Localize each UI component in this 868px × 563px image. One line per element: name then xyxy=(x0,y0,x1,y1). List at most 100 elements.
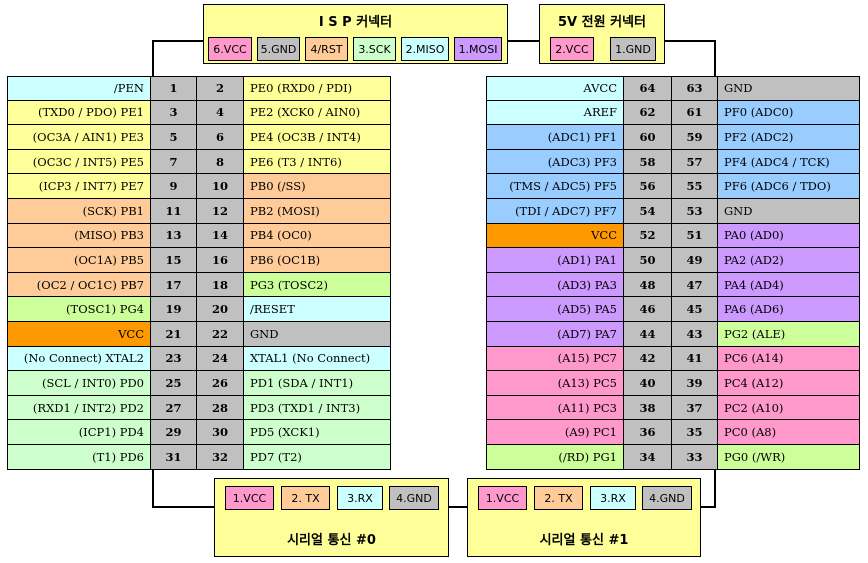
serial1-pin-3-rx: 3.RX xyxy=(590,486,636,510)
pin-label-left: (ICP1) PD4 xyxy=(7,420,151,445)
pin-label-right: /RESET xyxy=(244,297,391,322)
pin-label-right: PG2 (ALE) xyxy=(718,321,860,347)
pin-number: 53 xyxy=(672,198,718,224)
wire-bottom-right xyxy=(700,506,716,508)
pin-label-right: PF2 (ADC2) xyxy=(718,125,860,150)
pin-label-left: (A13) PC5 xyxy=(486,371,624,396)
pin-label-left: (No Connect) XTAL2 xyxy=(7,346,151,372)
pin-number: 62 xyxy=(624,100,672,126)
pin-label-left: (TMS / ADC5) PF5 xyxy=(486,174,624,199)
serial1-pin-1-vcc: 1.VCC xyxy=(478,486,527,510)
pin-label-right: GND xyxy=(718,198,860,224)
pin-label-left: AVCC xyxy=(486,76,624,101)
wire-top-mid xyxy=(507,40,540,42)
pin-label-right: PG3 (TOSC2) xyxy=(244,272,391,298)
pin-number: 17 xyxy=(151,272,197,298)
pin-label-left: /PEN xyxy=(7,76,151,101)
pin-label-left: (TOSC1) PG4 xyxy=(7,297,151,322)
pin-label-left: (ADC1) PF1 xyxy=(486,125,624,150)
pin-number: 21 xyxy=(151,321,197,347)
pin-number: 26 xyxy=(197,371,244,396)
pin-number: 64 xyxy=(624,76,672,101)
pin-number: 60 xyxy=(624,125,672,150)
pin-label-right: PC0 (A8) xyxy=(718,420,860,445)
pin-number: 56 xyxy=(624,174,672,199)
pin-number: 13 xyxy=(151,223,197,249)
power-connector: 5V 전원 커넥터 2.VCC 1.GND xyxy=(539,4,665,64)
pin-label-left: (AD7) PA7 xyxy=(486,321,624,347)
pin-label-right: PA0 (AD0) xyxy=(718,223,860,249)
wire-bottom-right-down xyxy=(714,470,716,508)
pin-number: 12 xyxy=(197,198,244,224)
pin-number: 51 xyxy=(672,223,718,249)
pin-label-right: PF6 (ADC6 / TDO) xyxy=(718,174,860,199)
isp-pin-1-mosi: 1.MOSI xyxy=(454,37,502,61)
pin-number: 46 xyxy=(624,297,672,322)
pin-label-right: PE2 (XCK0 / AIN0) xyxy=(244,100,391,126)
pin-number: 39 xyxy=(672,371,718,396)
pin-number: 30 xyxy=(197,420,244,445)
pin-label-left: (MISO) PB3 xyxy=(7,223,151,249)
pin-number: 7 xyxy=(151,149,197,175)
isp-connector-title: I S P 커넥터 xyxy=(318,15,393,30)
pin-number: 48 xyxy=(624,272,672,298)
pin-label-right: PA2 (AD2) xyxy=(718,248,860,273)
pin-number: 58 xyxy=(624,149,672,175)
pin-label-right: PD1 (SDA / INT1) xyxy=(244,371,391,396)
pin-number: 1 xyxy=(151,76,197,101)
pin-label-right: PB0 (/SS) xyxy=(244,174,391,199)
pin-number: 18 xyxy=(197,272,244,298)
pin-label-right: PG0 (/WR) xyxy=(718,444,860,470)
pin-label-left: (RXD1 / INT2) PD2 xyxy=(7,395,151,421)
serial0-connector: 1.VCC 2. TX 3.RX 4.GND 시리얼 통신 #0 xyxy=(214,478,449,557)
power-connector-title: 5V 전원 커넥터 xyxy=(558,15,646,30)
power-pin-1-gnd: 1.GND xyxy=(610,37,656,61)
pin-number: 38 xyxy=(624,395,672,421)
pin-label-left: (A15) PC7 xyxy=(486,346,624,372)
pin-label-left: (AD3) PA3 xyxy=(486,272,624,298)
pin-label-left: (OC3A / AIN1) PE3 xyxy=(7,125,151,150)
pin-number: 32 xyxy=(197,444,244,470)
serial1-pin-2-tx: 2. TX xyxy=(534,486,583,510)
serial0-connector-title: 시리얼 통신 #0 xyxy=(287,533,376,548)
pin-label-right: PC4 (A12) xyxy=(718,371,860,396)
pin-number: 34 xyxy=(624,444,672,470)
pin-label-left: (AD1) PA1 xyxy=(486,248,624,273)
pin-number: 9 xyxy=(151,174,197,199)
pin-number: 33 xyxy=(672,444,718,470)
pin-number: 4 xyxy=(197,100,244,126)
wire-top-left xyxy=(152,40,204,42)
pin-label-left: (OC1A) PB5 xyxy=(7,248,151,273)
pin-label-left: (TDI / ADC7) PF7 xyxy=(486,198,624,224)
pin-label-left: (TXD0 / PDO) PE1 xyxy=(7,100,151,126)
pin-number: 11 xyxy=(151,198,197,224)
pin-number: 19 xyxy=(151,297,197,322)
wire-bottom-left xyxy=(152,506,215,508)
pin-label-right: PF4 (ADC4 / TCK) xyxy=(718,149,860,175)
pin-number: 28 xyxy=(197,395,244,421)
pin-label-left: (/RD) PG1 xyxy=(486,444,624,470)
pin-number: 57 xyxy=(672,149,718,175)
pin-number: 2 xyxy=(197,76,244,101)
isp-pin-6-vcc: 6.VCC xyxy=(208,37,252,61)
